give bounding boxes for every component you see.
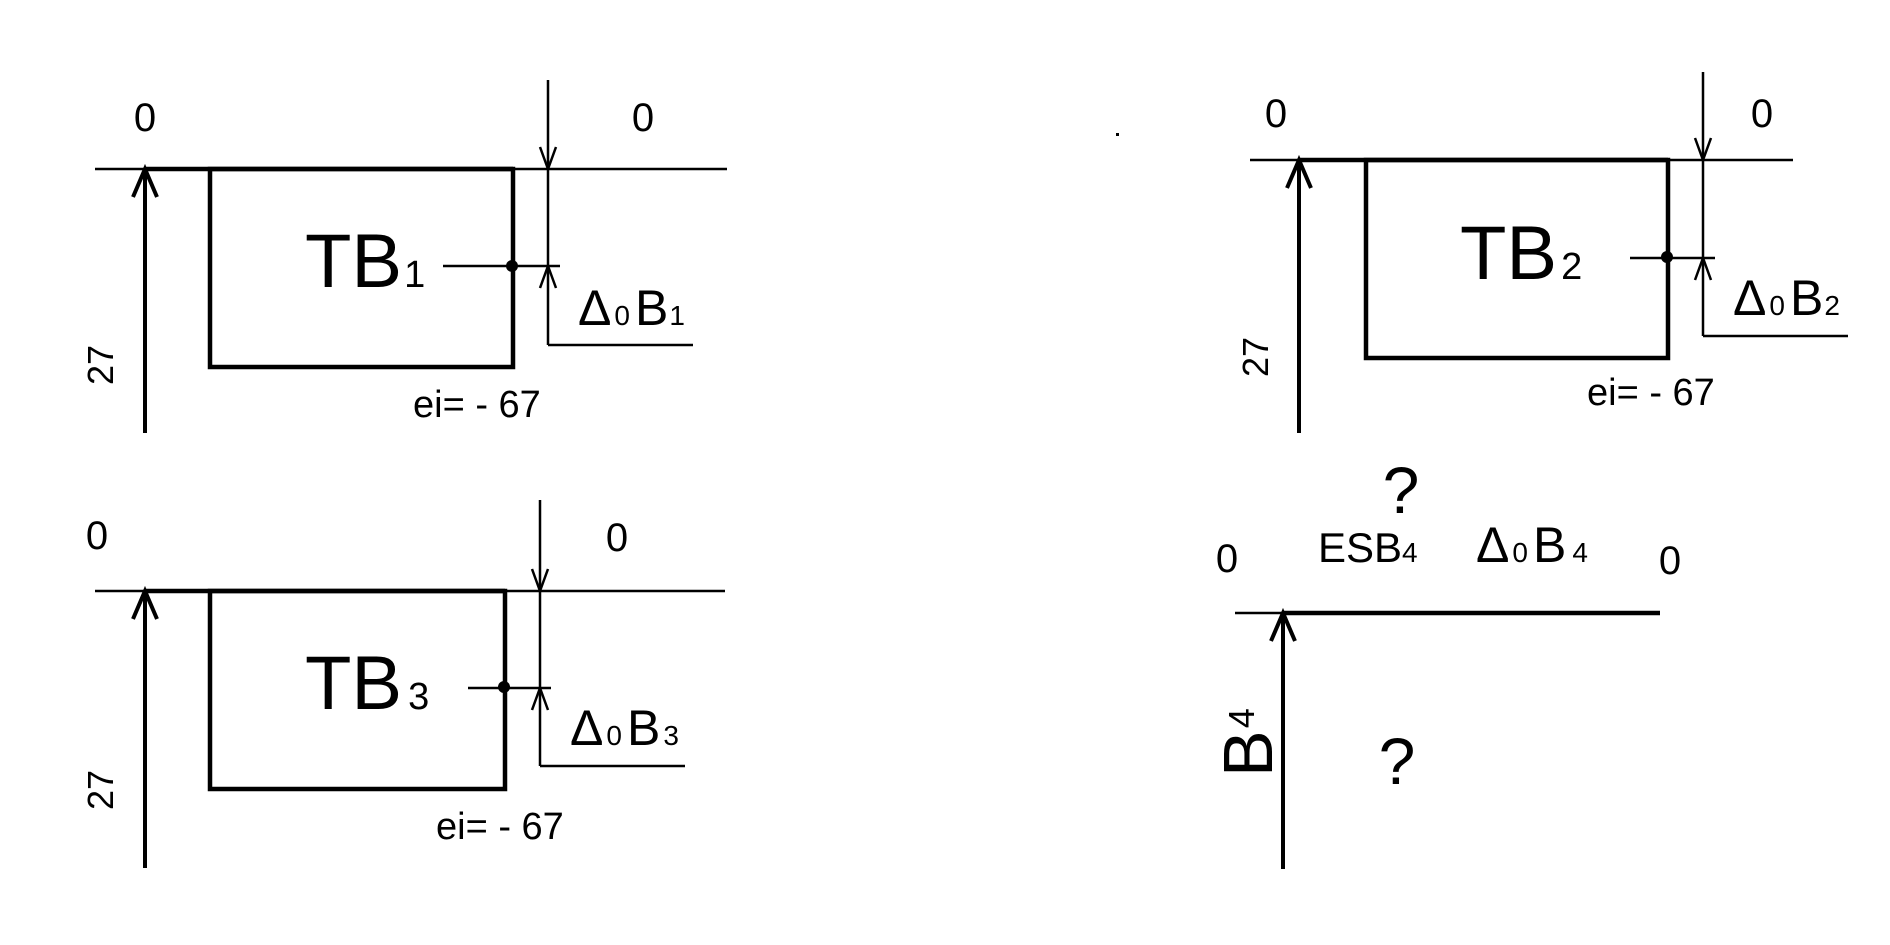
tb-label-main: TB [305, 641, 402, 726]
ei-label: ei= - 67 [413, 384, 541, 426]
zero-label-right: 0 [606, 516, 628, 560]
delta-sub: 0 [1769, 290, 1785, 321]
zero-label-right: 0 [1659, 539, 1681, 583]
arrow-down-icon [530, 568, 550, 595]
axis-label: B4 [1209, 708, 1287, 777]
delta-b: B [627, 700, 660, 756]
stray-dot [1116, 133, 1119, 136]
tb-label-sub: 3 [408, 676, 429, 718]
deviation-point [498, 681, 510, 693]
tb-label-main: TB [305, 219, 402, 304]
delta-sub: 0 [606, 720, 622, 751]
unknown-tolerance-marker: ? [1379, 724, 1416, 798]
delta-symbol: Δ [1476, 517, 1509, 573]
arrow-up-icon [131, 163, 159, 198]
delta-symbol: Δ [578, 280, 611, 336]
delta-b-sub: 1 [669, 300, 685, 331]
axis-label-sub: 4 [1221, 708, 1262, 728]
delta-b-sub: 3 [663, 720, 679, 751]
zero-label-left: 0 [86, 514, 108, 558]
axis-label-main: B [1209, 730, 1287, 777]
arrow-up-icon [1285, 154, 1313, 189]
height-value: 27 [80, 345, 121, 385]
arrow-up-icon [131, 585, 159, 620]
zero-label-left: 0 [1216, 537, 1238, 581]
delta-b-sub: 4 [1572, 537, 1588, 568]
deviation-point [506, 260, 518, 272]
tb-label-sub: 1 [404, 254, 425, 296]
arrow-down-icon [1693, 137, 1713, 164]
delta-sub: 0 [614, 300, 630, 331]
tb-label-main: TB [1460, 211, 1557, 296]
zero-label-left: 0 [1265, 92, 1287, 136]
delta-b: B [1533, 517, 1566, 573]
ei-label: ei= - 67 [1587, 372, 1715, 414]
zero-label-right: 0 [1751, 92, 1773, 136]
tb-label-sub: 2 [1561, 246, 1582, 288]
zero-label-right: 0 [632, 96, 654, 140]
deviation-point [1661, 251, 1673, 263]
delta-b: B [1790, 270, 1823, 326]
zero-label-left: 0 [134, 96, 156, 140]
delta-symbol: Δ [1733, 270, 1766, 326]
height-value: 27 [80, 770, 121, 810]
arrow-up-icon [1269, 607, 1297, 642]
es-label-main: ESB [1318, 524, 1402, 571]
tb-label: TB1 [305, 219, 425, 304]
ei-label: ei= - 67 [436, 806, 564, 848]
delta-b-sub: 2 [1824, 290, 1840, 321]
height-value: 27 [1235, 337, 1276, 377]
unknown-es-marker: ? [1383, 453, 1420, 527]
es-label: ESB4 [1318, 524, 1418, 571]
delta-symbol: Δ [570, 700, 603, 756]
es-label-sub: 4 [1402, 537, 1418, 568]
arrow-down-icon [538, 146, 558, 173]
delta-b: B [635, 280, 668, 336]
delta-sub: 0 [1512, 537, 1528, 568]
